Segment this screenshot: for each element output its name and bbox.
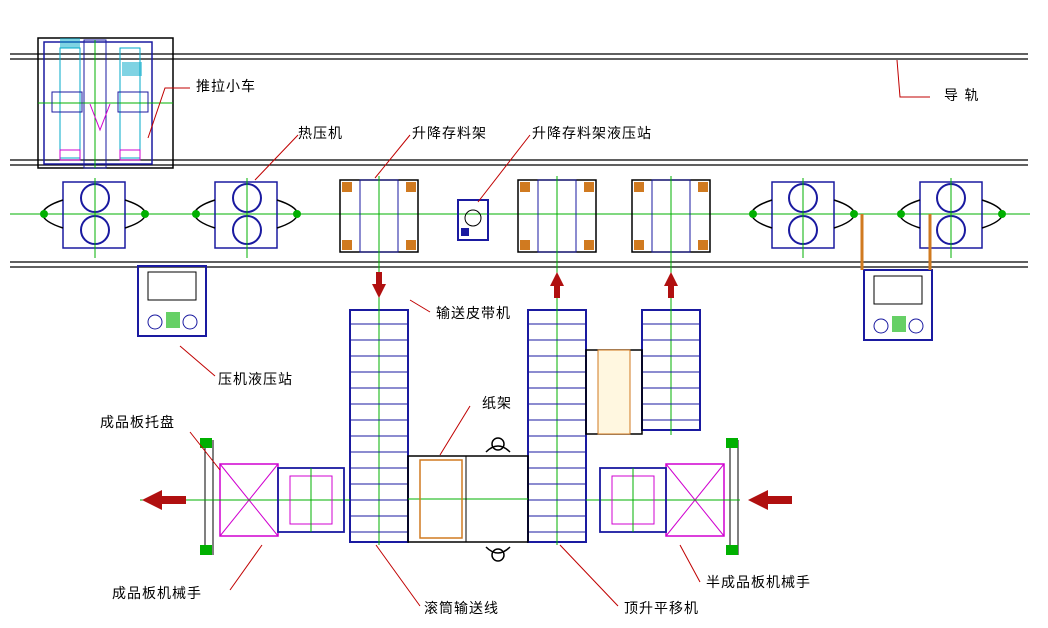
operator-figure-bottom (485, 546, 511, 562)
label-jacking-transfer: 顶升平移机 (624, 601, 699, 617)
label-finished-manipulator: 成品板机械手 (112, 586, 202, 602)
label-roller-conveyor: 滚筒输送线 (424, 601, 499, 617)
flow-arrow-in-right (748, 490, 792, 510)
hot-press-2 (192, 178, 301, 258)
label-lift-rack: 升降存料架 (412, 126, 487, 142)
belt-conveyor-1 (349, 300, 409, 545)
paper-rack (419, 459, 463, 539)
label-finished-tray: 成品板托盘 (100, 415, 175, 431)
hot-press-1 (40, 178, 149, 258)
finished-product-manipulator (277, 467, 345, 533)
label-press-hydraulic: 压机液压站 (218, 372, 293, 388)
lift-rack-hydraulic-station (457, 199, 489, 241)
press-hydraulic-station-1 (137, 265, 207, 337)
label-belt-conveyor: 输送皮带机 (436, 306, 511, 322)
flow-arrow-up-belt-2 (550, 272, 564, 298)
lift-rack-2 (517, 176, 597, 300)
flow-arrow-out-left (142, 490, 186, 510)
push-cart (37, 37, 174, 169)
guide-rail-top (10, 53, 1028, 166)
press-hydraulic-station-2 (860, 214, 933, 341)
conveyor-slats (350, 323, 700, 533)
label-paper-rack: 纸架 (482, 396, 512, 412)
flow-arrow-down-belt-1 (372, 272, 386, 298)
hot-press-3 (749, 178, 858, 258)
operator-figure-top (485, 437, 511, 453)
roller-conveyor-line (407, 455, 529, 543)
semi-finished-manipulator (599, 467, 667, 533)
label-guide-rail: 导 轨 (944, 88, 980, 104)
jacking-transfer-bridge (585, 349, 643, 435)
label-hot-press: 热压机 (298, 126, 343, 142)
semi-finished-pallet (586, 438, 740, 555)
label-lift-rack-hydraulic: 升降存料架液压站 (532, 126, 652, 142)
flow-arrow-up-belt-3 (664, 272, 678, 298)
label-semi-manipulator: 半成品板机械手 (706, 575, 811, 591)
belt-conveyor-2 (527, 300, 587, 545)
label-push-cart: 推拉小车 (196, 79, 256, 95)
hot-press-4 (897, 178, 1006, 258)
leader-lines (147, 59, 930, 607)
belt-conveyor-3 (641, 300, 701, 435)
